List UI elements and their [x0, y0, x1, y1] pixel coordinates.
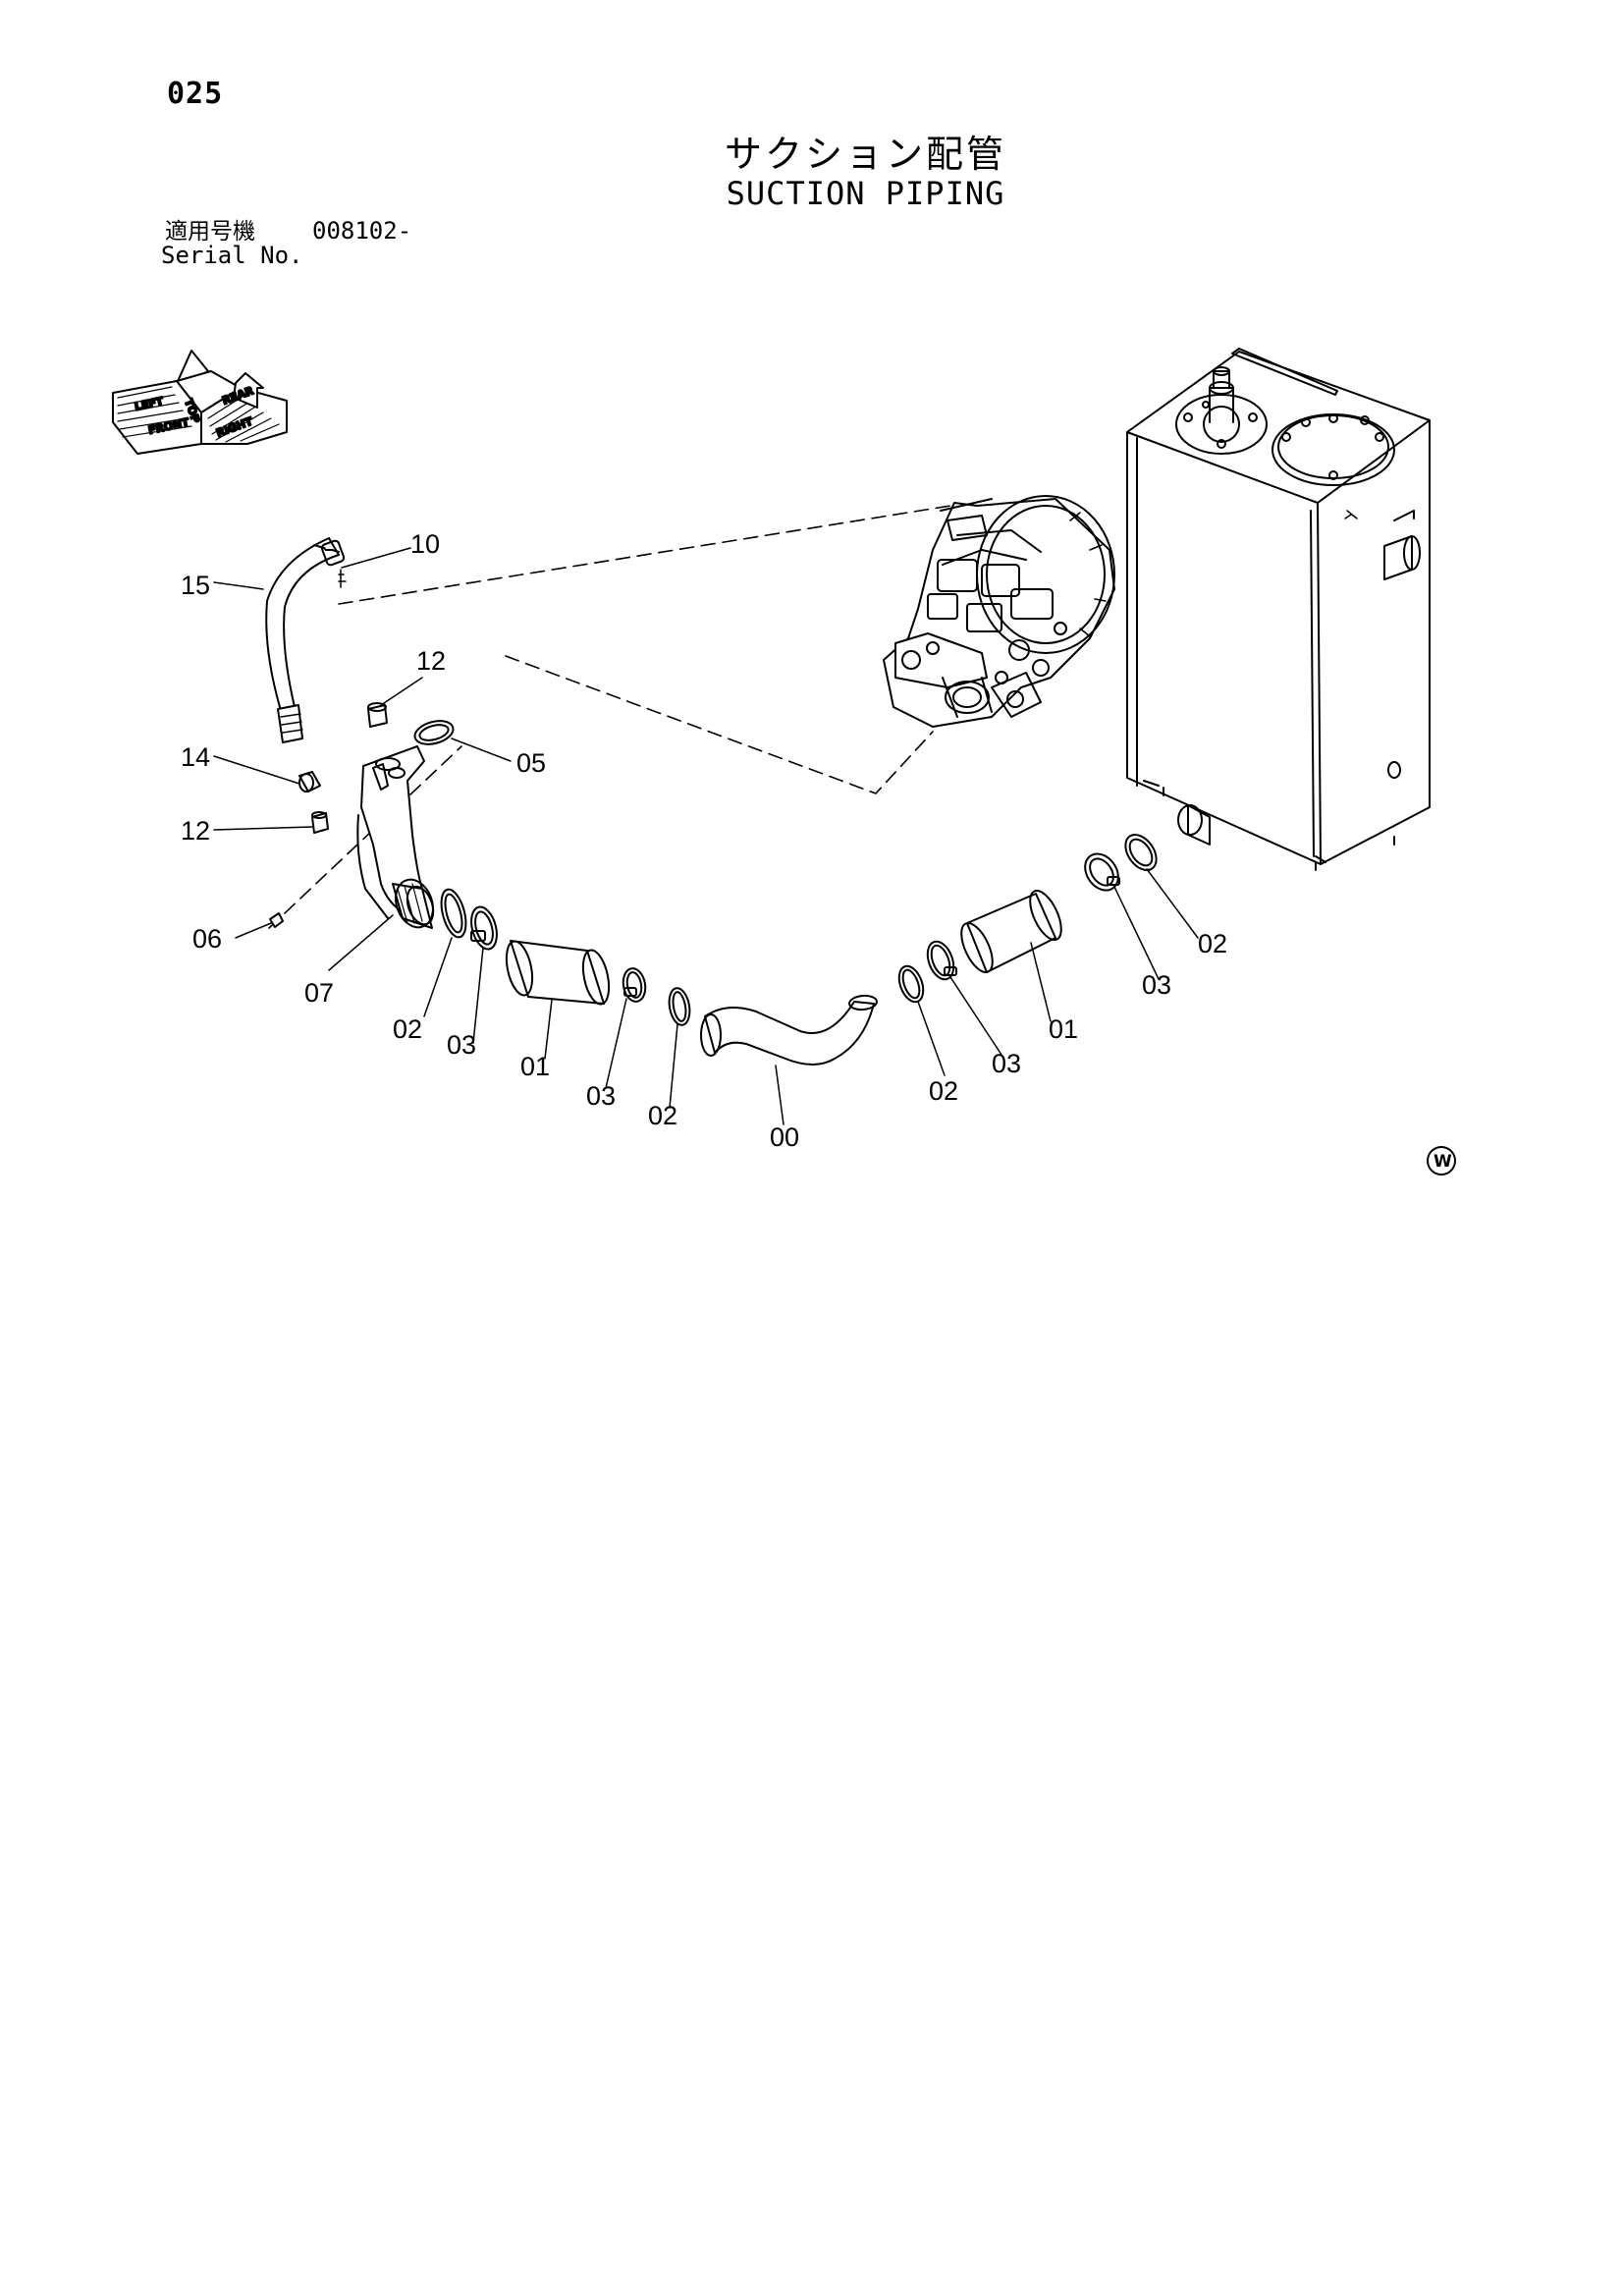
- leader-lines-dashed: [268, 505, 951, 929]
- callout-01-left: 01: [520, 1052, 550, 1081]
- callout-labels: 10 15 12 05 14 12 06 07 02 03 01 03 02 0…: [181, 529, 1227, 1152]
- serial-label-en: Serial No.: [161, 242, 303, 269]
- part-07-suction-pipe: [356, 745, 435, 929]
- part-03-clamp-center: [622, 967, 647, 1003]
- hydraulic-tank: [1126, 348, 1431, 871]
- part-14-fitting: [298, 771, 321, 793]
- part-12-plug-mid: [311, 811, 329, 834]
- callout-03-far-right: 03: [1142, 970, 1171, 1000]
- callout-10: 10: [410, 529, 440, 559]
- orientation-compass-icon: FRONT RIGHT TOP LEFT REAR: [112, 350, 288, 455]
- callout-02-right: 02: [929, 1076, 958, 1106]
- callout-03-left: 03: [447, 1030, 476, 1060]
- part-05-oring: [413, 720, 455, 745]
- part-01-hose-right: [960, 890, 1062, 973]
- part-06-bolt: [269, 912, 284, 928]
- watermark-w-label: W: [1434, 1152, 1452, 1172]
- callout-12-mid: 12: [181, 816, 210, 846]
- callout-leaders: [213, 547, 1199, 1125]
- callout-03-center-left: 03: [586, 1081, 616, 1111]
- callout-05: 05: [516, 748, 546, 778]
- serial-block: 適用号機 008102- Serial No.: [161, 219, 411, 267]
- callout-00: 00: [770, 1122, 799, 1152]
- part-12-plug-top: [367, 702, 388, 728]
- callout-07: 07: [304, 978, 334, 1008]
- part-00-elbow-hose: [700, 994, 878, 1066]
- part-02-clamp-right: [897, 964, 925, 1004]
- part-03-clamp-far-right: [1084, 852, 1120, 892]
- part-03-clamp-right: [926, 940, 957, 981]
- part-10-fitting: [338, 569, 347, 588]
- part-02-clamp-left: [440, 888, 467, 939]
- callout-01-right: 01: [1049, 1014, 1078, 1044]
- callout-06: 06: [192, 924, 222, 954]
- part-03-clamp-left: [470, 905, 498, 951]
- part-02-clamp-far-right: [1124, 833, 1158, 872]
- page-number: 025: [167, 77, 224, 111]
- callout-02-far-right: 02: [1198, 929, 1227, 958]
- callout-14: 14: [181, 742, 210, 772]
- callout-03-right: 03: [992, 1049, 1021, 1078]
- callout-02-left: 02: [393, 1014, 422, 1044]
- part-15-hose: [265, 537, 346, 743]
- page-title-en: SUCTION PIPING: [726, 175, 1005, 212]
- serial-label-jp: 適用号機: [165, 219, 255, 245]
- callout-02-center: 02: [648, 1101, 677, 1130]
- callout-15: 15: [181, 571, 210, 600]
- page-title-jp: サクション配管: [724, 133, 1006, 176]
- callout-12-top: 12: [416, 646, 446, 676]
- part-02-clamp-center: [668, 987, 691, 1026]
- serial-number: 008102-: [312, 217, 412, 245]
- part-01-hose-left: [505, 940, 611, 1006]
- hydraulic-pump: [883, 495, 1115, 728]
- watermark-w-icon: W: [1427, 1146, 1456, 1175]
